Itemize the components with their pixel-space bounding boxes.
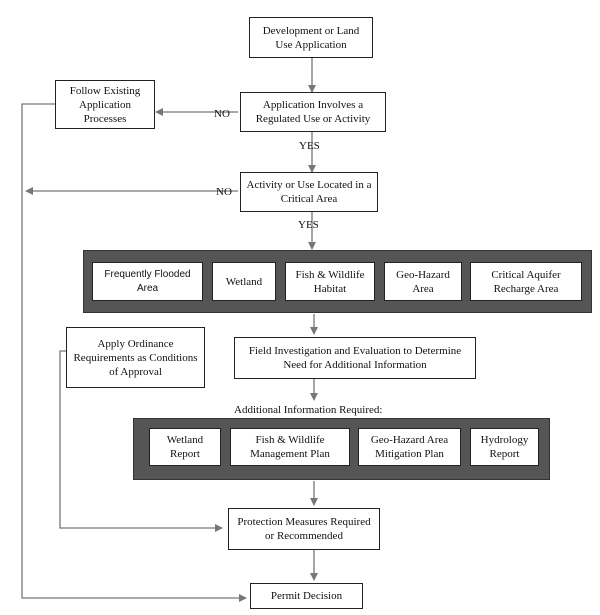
- node-start: Development or Land Use Application: [249, 17, 373, 58]
- critical-area-aquifer-recharge: Critical Aquifer Recharge Area: [470, 262, 582, 301]
- report-geo-hazard-plan: Geo-Hazard Area Mitigation Plan: [358, 428, 461, 466]
- node-protection-measures: Protection Measures Required or Recommen…: [228, 508, 380, 550]
- arrow-follow-to-permit: [21, 103, 247, 602]
- report-wetland: Wetland Report: [149, 428, 221, 466]
- node-apply-ordinance: Apply Ordinance Requirements as Conditio…: [66, 327, 205, 388]
- critical-area-fish-wildlife: Fish & Wildlife Habitat: [285, 262, 375, 301]
- node-follow-existing: Follow Existing Application Processes: [55, 80, 155, 129]
- additional-info-label: Additional Information Required:: [234, 404, 383, 416]
- node-field-investigation: Field Investigation and Evaluation to De…: [234, 337, 476, 379]
- critical-area-frequently-flooded: Frequently Flooded Area: [92, 262, 203, 301]
- edge-label-yes-critical: YES: [298, 219, 319, 231]
- node-regulated: Application Involves a Regulated Use or …: [240, 92, 386, 132]
- critical-area-wetland: Wetland: [212, 262, 276, 301]
- report-hydrology: Hydrology Report: [470, 428, 539, 466]
- edge-label-yes-regulated: YES: [299, 140, 320, 152]
- node-permit-decision: Permit Decision: [250, 583, 363, 609]
- node-critical-area: Activity or Use Located in a Critical Ar…: [240, 172, 378, 212]
- edge-label-no-regulated: NO: [214, 108, 230, 120]
- report-fish-wildlife-plan: Fish & Wildlife Management Plan: [230, 428, 350, 466]
- edge-label-no-critical: NO: [216, 186, 232, 198]
- critical-area-geo-hazard: Geo-Hazard Area: [384, 262, 462, 301]
